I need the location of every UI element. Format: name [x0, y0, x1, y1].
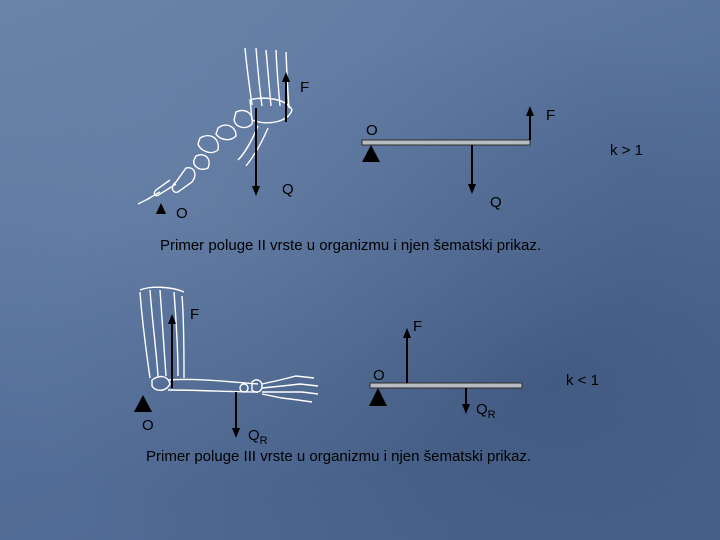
lever-bottom-force-arrow: [403, 328, 411, 383]
caption-lever-class-three: Primer poluge III vrste u organizmu i nj…: [146, 448, 532, 465]
foot-force-arrow: [282, 72, 290, 122]
lever-bottom-load-label: QR: [476, 402, 496, 421]
arm-load-arrow: [232, 392, 240, 438]
lever-bottom-load-symbol: Q: [476, 401, 488, 418]
lever-bottom-load-subscript: R: [487, 409, 496, 421]
lever-top-load-arrow: [468, 145, 476, 194]
lever-top-force-arrow: [526, 106, 534, 140]
arm-fulcrum-label: O: [142, 417, 154, 434]
caption-lever-class-two: Primer poluge II vrste u organizmu i nje…: [160, 237, 541, 254]
arm-load-subscript: R: [259, 435, 268, 447]
lever-bottom-load-arrow: [462, 388, 470, 414]
arm-load-label: QR: [248, 428, 268, 447]
foot-skeleton-illustration: [137, 47, 293, 205]
lever-bottom-fulcrum-triangle: [369, 388, 387, 406]
lever-bottom-ratio-label: k < 1: [566, 372, 599, 389]
arm-load-symbol: Q: [248, 427, 260, 444]
foot-load-label: Q: [282, 181, 294, 198]
foot-force-label: F: [300, 79, 310, 96]
lever-top-load-label: Q: [490, 194, 502, 211]
foot-fulcrum-triangle: [156, 203, 166, 214]
lever-bottom-fulcrum-label: O: [373, 367, 385, 384]
foot-fulcrum-label: O: [176, 205, 188, 222]
arm-force-arrow: [168, 314, 176, 388]
lever-bottom-force-label: F: [413, 318, 423, 335]
arm-skeleton-illustration: [139, 286, 319, 403]
lever-top-force-label: F: [546, 107, 556, 124]
lever-bottom-beam: [369, 382, 523, 389]
arm-force-label: F: [190, 306, 200, 323]
arm-fulcrum-triangle: [134, 395, 152, 412]
lever-top-beam: [361, 139, 531, 146]
lever-top-ratio-label: k > 1: [610, 142, 643, 159]
lever-top-fulcrum-triangle: [362, 145, 380, 162]
lever-top-fulcrum-label: O: [366, 122, 378, 139]
foot-load-arrow: [252, 108, 260, 196]
